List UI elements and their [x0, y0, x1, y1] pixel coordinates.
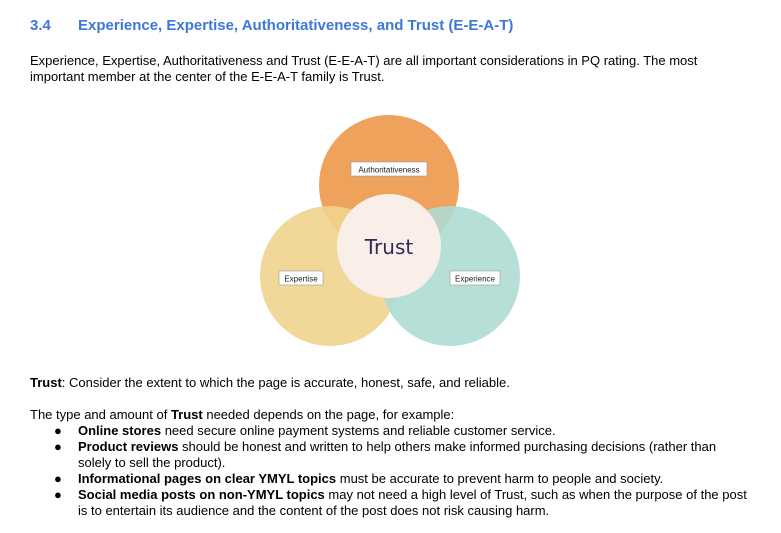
- section-title: Experience, Expertise, Authoritativeness…: [78, 17, 514, 34]
- list-item: ● Online stores need secure online paymen…: [30, 423, 750, 439]
- list-item: ● Social media posts on non-YMYL topics m…: [30, 487, 750, 519]
- example-term: Social media posts on non-YMYL topics: [78, 487, 325, 502]
- example-term: Product reviews: [78, 439, 179, 454]
- type-amount-before: The type and amount of: [30, 407, 171, 422]
- trust-definition: Trust: Consider the extent to which the …: [30, 375, 750, 391]
- expertise-label: Expertise: [284, 275, 318, 284]
- bullet-icon: ●: [54, 439, 62, 454]
- example-term: Informational pages on clear YMYL topics: [78, 471, 337, 486]
- example-text: should be honest and written to help oth…: [78, 439, 717, 470]
- expertise-label-box: Expertise: [278, 270, 324, 286]
- trust-center-circle: [337, 194, 441, 298]
- type-amount-after: needed depends on the page, for example:: [202, 407, 455, 422]
- bullet-icon: ●: [54, 471, 62, 486]
- list-item: ● Product reviews should be honest and wr…: [30, 439, 750, 471]
- experience-label: Experience: [455, 275, 496, 284]
- bullet-icon: ●: [54, 487, 62, 502]
- authoritativeness-label: Authoritativeness: [358, 166, 419, 175]
- bullet-icon: ●: [54, 423, 62, 438]
- trust-definition-term: Trust: [30, 375, 62, 390]
- trust-center-label: Trust: [364, 235, 414, 259]
- example-text: must be accurate to prevent harm to peop…: [336, 471, 664, 486]
- type-amount-paragraph: The type and amount of Trust needed depe…: [30, 407, 750, 423]
- section-number: 3.4: [30, 17, 51, 34]
- intro-paragraph: Experience, Expertise, Authoritativeness…: [30, 53, 698, 84]
- type-amount-term: Trust: [170, 407, 203, 422]
- examples-list: ● Online stores need secure online paymen…: [30, 423, 750, 519]
- example-term: Online stores: [78, 423, 162, 438]
- list-item: ● Informational pages on clear YMYL topic…: [30, 471, 750, 487]
- section-heading: 3.4 Experience, Expertise, Authoritativen…: [30, 17, 513, 34]
- example-text: may not need a high level of Trust, such…: [78, 487, 747, 518]
- example-text: need secure online payment systems and r…: [161, 423, 556, 438]
- authoritativeness-label-box: Authoritativeness: [350, 161, 428, 177]
- experience-label-box: Experience: [449, 270, 501, 286]
- trust-definition-text: : Consider the extent to which the page …: [61, 375, 510, 390]
